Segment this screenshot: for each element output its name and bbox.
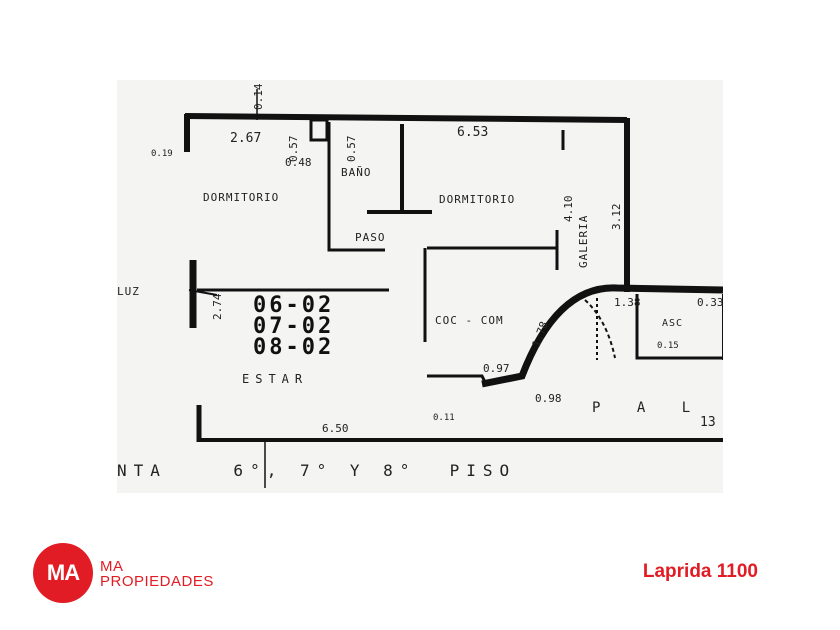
dim-label: 13 (700, 415, 716, 430)
footer: MA MA PROPIEDADES Laprida 1100 (0, 530, 840, 630)
dim-label: 0.19 (151, 149, 173, 159)
dim-label: 1.38 (614, 296, 641, 309)
dim-label: 0.15 (657, 341, 679, 351)
unit-number: 06-02 (253, 293, 334, 318)
dim-label: 0.48 (285, 156, 312, 169)
corridor-caption: P A L (592, 400, 704, 416)
floor-plan-image: DORMITORIO DORMITORIO BAÑO PASO COC - CO… (117, 80, 723, 493)
room-label-dormitorio-1: DORMITORIO (203, 191, 279, 204)
dim-label: 1.78 (530, 320, 551, 349)
dim-label: 6.50 (322, 422, 349, 435)
dim-label: 3.12 (610, 204, 623, 231)
property-address: Laprida 1100 (642, 561, 758, 582)
unit-number: 08-02 (253, 335, 334, 360)
dim-label: 2.67 (230, 131, 261, 146)
floor-plan-drawing: DORMITORIO DORMITORIO BAÑO PASO COC - CO… (117, 83, 723, 488)
room-label-bano: BAÑO (341, 166, 372, 179)
room-label-estar: ESTAR (242, 372, 308, 386)
dim-label: 4.10 (562, 196, 575, 223)
dim-label: 0.97 (483, 362, 510, 375)
brand-name[interactable]: MA PROPIEDADES (100, 559, 214, 589)
brand-line-1: MA (100, 558, 124, 575)
walls (184, 89, 723, 488)
dim-label: 0.33 (697, 296, 723, 309)
floor-caption: NTA 6°, 7° Y 8° PISO (117, 461, 516, 480)
dim-label: 6.53 (457, 125, 488, 140)
dim-label: 0.57 (345, 136, 358, 163)
unit-number: 07-02 (253, 314, 334, 339)
room-label-dormitorio-2: DORMITORIO (439, 193, 515, 206)
dim-label: 2.74 (211, 293, 224, 320)
room-label-coc-com: COC - COM (435, 314, 504, 327)
room-label-galeria: GALERIA (577, 215, 590, 268)
room-label-asc: ASC (662, 318, 683, 329)
brand-line-2: PROPIEDADES (100, 573, 214, 590)
room-label-luz: LUZ (117, 285, 140, 298)
dim-label: 0.98 (535, 392, 562, 405)
room-label-paso: PASO (355, 231, 386, 244)
dim-label: 0.11 (433, 413, 455, 423)
brand-logo[interactable]: MA (33, 543, 93, 603)
dim-label: 0.57 (287, 136, 300, 163)
dim-label: 0.14 (252, 83, 265, 110)
